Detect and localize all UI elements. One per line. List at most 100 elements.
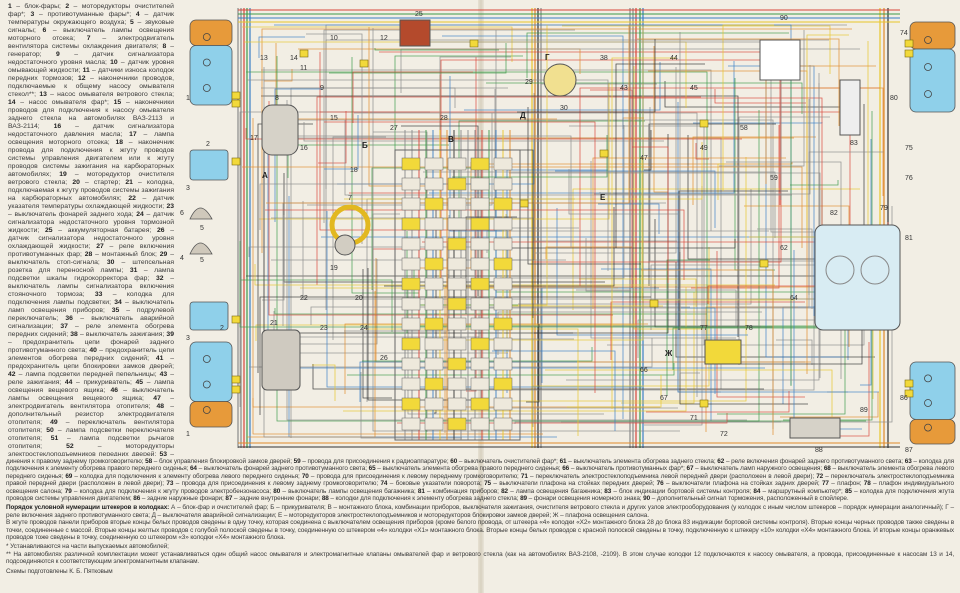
wire — [568, 169, 678, 215]
fuse-relay-slot — [470, 217, 490, 231]
fuse-relay-slot — [470, 397, 490, 411]
fuse-relay-slot — [493, 317, 513, 331]
wire — [261, 95, 739, 337]
fuse-relay-slot — [401, 157, 421, 171]
lamp-section-orange — [909, 418, 956, 445]
component-label: 29 — [525, 79, 533, 86]
fuse-relay-slot — [447, 377, 467, 391]
wire — [632, 146, 669, 283]
connector-letter: Б — [362, 141, 368, 150]
wire — [719, 30, 805, 167]
fuse-relay-slot — [401, 277, 421, 291]
legend-number: 29 — [159, 251, 168, 258]
component-label: 86 — [900, 395, 908, 402]
fuse-relay-slot — [424, 237, 444, 251]
legend-text: – выключатель элемента обогрева левого п… — [6, 465, 955, 480]
wire — [274, 88, 322, 222]
wire — [695, 143, 709, 160]
legend-number: 69 — [65, 472, 73, 480]
legend-number: 11 — [82, 67, 90, 74]
fuse-relay-slot — [447, 157, 467, 171]
legend-text: – генератор; — [8, 43, 174, 58]
legend-number: 84 — [753, 487, 761, 495]
component-label: 10 — [330, 35, 338, 42]
component-label: 27 — [390, 125, 398, 132]
wire — [324, 121, 596, 393]
wire — [804, 87, 884, 196]
component-label: 88 — [815, 447, 823, 454]
legend-number: 52 — [66, 443, 74, 450]
legend-text: – лампа освещения моторного отсека; — [8, 131, 174, 146]
fuse-relay-slot — [401, 337, 421, 351]
legend-number: 25 — [45, 227, 53, 234]
wire — [598, 203, 660, 234]
wire — [266, 25, 630, 204]
legend-number: 79 — [64, 487, 72, 495]
wire — [373, 131, 428, 432]
wire — [254, 264, 775, 286]
mounting-block — [394, 149, 521, 441]
legend-number: 8 — [162, 43, 167, 50]
wire — [261, 87, 456, 108]
component-label: 87 — [905, 447, 913, 454]
connector-letter: Е — [600, 193, 606, 202]
wire — [332, 136, 386, 340]
fuse-relay-slot — [493, 357, 513, 371]
component-label: 28 — [440, 115, 448, 122]
fuse-relay-slot — [424, 337, 444, 351]
indicator-unit — [839, 79, 861, 136]
connector-letter: А — [262, 171, 268, 180]
gauge-icon — [860, 255, 890, 285]
wire — [312, 364, 764, 390]
wire — [653, 46, 668, 193]
wire — [566, 83, 820, 381]
legend-number: 4 — [135, 11, 140, 18]
component-label: 62 — [780, 245, 788, 252]
legend-number: 38 — [70, 331, 78, 338]
wire — [514, 421, 781, 424]
legend-text: – выключатель лампы освещения моторного … — [8, 27, 174, 42]
legend-text: – стартер; — [79, 179, 126, 186]
legend-number: 37 — [60, 323, 68, 330]
legend-number: 26 — [156, 227, 165, 234]
component-label: 22 — [300, 295, 308, 302]
wire — [757, 228, 813, 309]
fuse-relay-slot — [424, 277, 444, 291]
legend-number: 50 — [46, 427, 54, 434]
wire — [318, 111, 347, 164]
component-label: 13 — [260, 55, 268, 62]
legend-text: – предохранитель цепи фонарей заднего пр… — [8, 339, 174, 354]
component-label: 2 — [220, 325, 224, 332]
wire — [246, 71, 708, 353]
legend-text: – датчики износа колодок передних тормоз… — [8, 67, 174, 82]
legend-text: – моторедукторы электростеклоподъемников… — [8, 443, 174, 456]
wire — [312, 364, 336, 401]
legend-text: – насос омывателя ветрового стекла; — [46, 91, 174, 98]
fuse-relay-slot — [470, 357, 490, 371]
bulb-icon — [924, 90, 932, 98]
legend-text: – электродвигатель вентилятора отопителя… — [8, 395, 174, 410]
component-label: 90 — [780, 15, 788, 22]
component-label: 45 — [690, 85, 698, 92]
component-label: 2 — [206, 141, 210, 148]
component-label: 38 — [600, 55, 608, 62]
legend-number: 19 — [59, 171, 67, 178]
component-label: 3 — [186, 335, 190, 342]
legend-text: – колодка для подключения к жгуту провод… — [71, 487, 274, 495]
legend-text: – переключатель электростеклоподъемника … — [6, 472, 954, 488]
component-label: 7 — [348, 195, 352, 202]
legend-number: 88 — [321, 495, 329, 503]
wire — [679, 32, 700, 374]
component-label: 1 — [186, 95, 190, 102]
wire — [245, 128, 742, 140]
wire — [545, 246, 632, 259]
fuse-relay-slot — [424, 417, 444, 431]
dome-lamp — [704, 339, 742, 365]
component-label: 3 — [186, 185, 190, 192]
fuse-relay-slot — [493, 377, 513, 391]
fuse-relay-slot — [447, 417, 467, 431]
bulb-icon — [924, 63, 932, 71]
legend-text: – датчик сигнализатора недостаточного ур… — [8, 51, 174, 66]
component-label: 59 — [770, 175, 778, 182]
order-heading: Порядок условной нумерации штекеров в ко… — [6, 504, 170, 512]
